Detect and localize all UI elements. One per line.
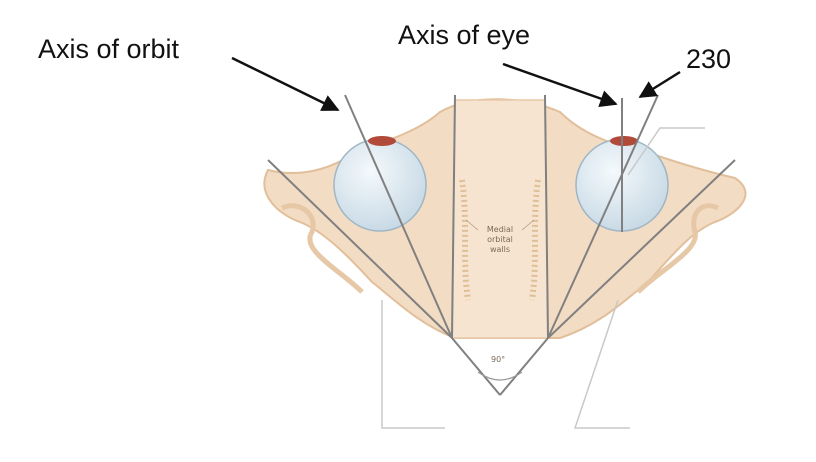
angle-label: 230 <box>686 44 731 75</box>
left-eyeball <box>333 138 427 232</box>
nasal-region <box>451 99 549 339</box>
medial-wall-texture-left <box>459 179 471 301</box>
convergence-line-right <box>499 337 549 396</box>
left-orbital-axis-line <box>344 94 453 339</box>
axis-of-orbit-arrow <box>231 56 340 112</box>
angle-superscript: 0 <box>716 44 732 74</box>
ninety-degree-arc <box>477 371 523 381</box>
lateral-ridge-left <box>280 203 364 294</box>
axis-of-eye-arrow <box>502 62 618 107</box>
leader-line-right <box>573 299 630 429</box>
medial-walls-leader-right <box>521 219 535 231</box>
left-cornea <box>368 136 396 146</box>
right-cornea <box>610 136 638 146</box>
right-lateral-wall-line <box>547 159 736 339</box>
medial-walls-leader-left <box>465 219 479 231</box>
medial-walls-label-1: Medial <box>487 225 513 234</box>
axis-of-eye-label: Axis of eye <box>398 20 531 50</box>
medial-walls-label-2: orbital <box>487 235 513 244</box>
angle-value: 23 <box>686 44 717 74</box>
right-medial-wall-line <box>544 94 549 339</box>
axis-of-orbit-label: Axis of orbit <box>38 34 180 64</box>
convergence-line-left <box>451 337 501 396</box>
leader-line-top-right <box>627 127 705 176</box>
lateral-ridge-right <box>636 203 720 294</box>
medial-wall-texture-right <box>529 179 541 301</box>
leader-line-left <box>381 300 445 429</box>
angle-arrow <box>638 70 681 99</box>
ninety-degree-label: 90° <box>491 355 505 364</box>
left-medial-wall-line <box>451 94 456 339</box>
medial-walls-label-3: walls <box>490 245 510 254</box>
left-lateral-wall-line <box>267 159 453 339</box>
right-orbital-axis-line <box>547 94 659 339</box>
